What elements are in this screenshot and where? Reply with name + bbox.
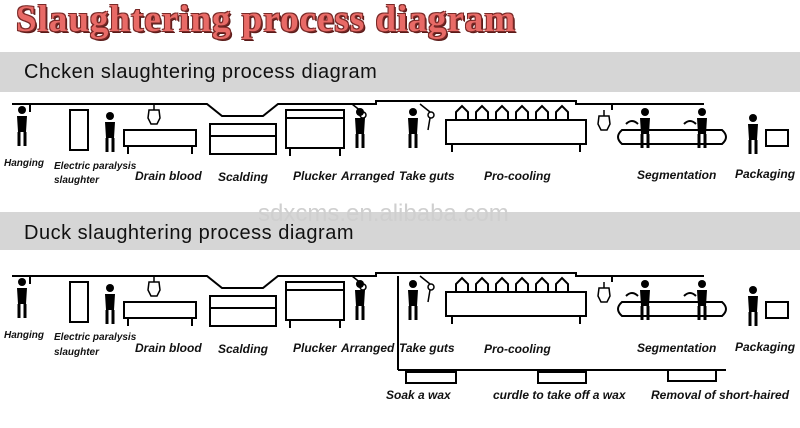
duck-hanging-icon <box>15 276 31 320</box>
duck-label-segmentation: Segmentation <box>637 341 717 355</box>
duck-header-band <box>0 212 800 250</box>
duck-label-hanging: Hanging <box>4 330 44 341</box>
watermark: sdxcms.en.alibaba.com <box>258 200 509 227</box>
duck-electric-box-icon <box>69 281 89 323</box>
chicken-label-take-guts: Take guts <box>399 169 455 183</box>
duck-label-scalding: Scalding <box>218 342 269 356</box>
curdle-wax-tank-icon <box>537 371 587 384</box>
chicken-label-arranged: Arranged <box>341 169 395 183</box>
chicken-label-slaughter: slaughter <box>54 175 100 186</box>
duck-label-packaging: Packaging <box>735 340 796 354</box>
chicken-label-drain-blood: Drain blood <box>135 169 202 183</box>
chicken-label-pro-cooling: Pro-cooling <box>484 169 551 183</box>
duck-label-drain-blood: Drain blood <box>135 341 202 355</box>
chicken-slaughter-worker-icon <box>103 110 117 154</box>
duck-drain-blood-icon <box>123 275 197 326</box>
chicken-plucker-icon <box>285 109 345 156</box>
chicken-packaging-icon <box>746 112 789 156</box>
duck-label-pro-cooling: Pro-cooling <box>484 342 551 356</box>
page-title: Slaughtering process diagram <box>16 0 517 40</box>
duck-label-electric: Electric paralysis <box>54 332 137 343</box>
chicken-line <box>12 100 789 156</box>
label-soak-wax: Soak a wax <box>386 388 451 402</box>
chicken-segmentation-icon <box>617 106 727 150</box>
chicken-label-scalding: Scalding <box>218 170 269 184</box>
duck-segmentation-icon <box>617 278 727 322</box>
duck-scalding-tank-icon <box>209 295 277 327</box>
duck-label-plucker: Plucker <box>293 341 337 355</box>
chicken-label-packaging: Packaging <box>735 167 796 181</box>
duck-take-guts-worker-icon <box>406 278 420 322</box>
duck-label-slaughter: slaughter <box>54 347 100 358</box>
label-curdle-wax: curdle to take off a wax <box>493 388 626 402</box>
chicken-pro-cooling-icon <box>445 104 611 152</box>
chicken-label-electric: Electric paralysis <box>54 161 137 172</box>
chicken-hanging-icon <box>15 104 31 148</box>
duck-pro-cooling-icon <box>445 276 611 324</box>
chicken-electric-box-icon <box>69 109 89 151</box>
chicken-section-heading: Chcken slaughtering process diagram <box>24 61 378 83</box>
duck-packaging-icon <box>746 284 789 328</box>
duck-label-take-guts: Take guts <box>399 341 455 355</box>
label-removal-short-haired: Removal of short-haired <box>651 388 790 402</box>
chicken-label-plucker: Plucker <box>293 169 337 183</box>
chicken-scalding-tank-icon <box>209 123 277 155</box>
duck-slaughter-worker-icon <box>103 282 117 326</box>
soak-wax-tank-icon <box>405 371 457 384</box>
chicken-label-hanging: Hanging <box>4 158 44 169</box>
chicken-label-segmentation: Segmentation <box>637 168 717 182</box>
chicken-header-band <box>0 52 800 92</box>
short-hair-tank-icon <box>667 369 717 382</box>
duck-section-heading: Duck slaughtering process diagram <box>24 222 354 244</box>
duck-line <box>12 272 789 384</box>
chicken-take-guts-worker-icon <box>406 106 420 150</box>
duck-label-arranged: Arranged <box>341 341 395 355</box>
duck-plucker-icon <box>285 281 345 328</box>
chicken-drain-blood-icon <box>123 103 197 154</box>
